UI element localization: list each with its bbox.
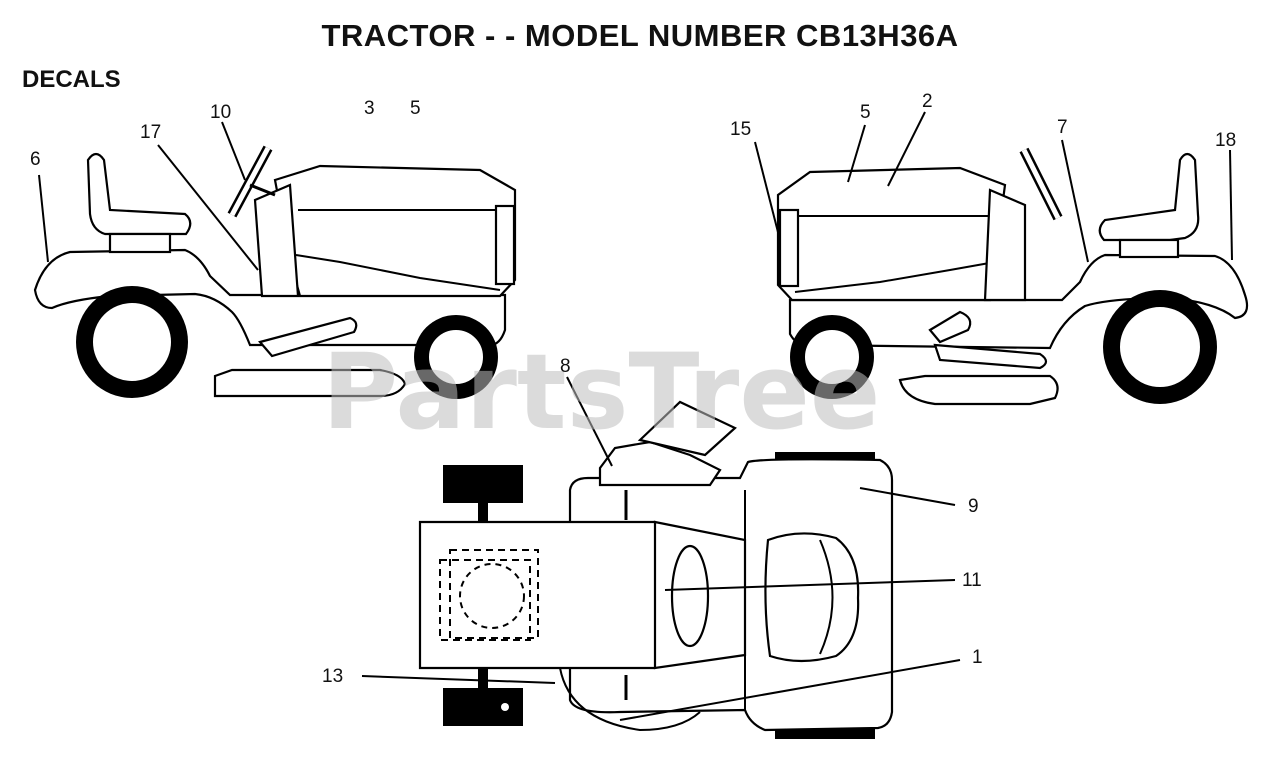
callout-top-9: 9 [968,496,979,517]
callout-right-18: 18 [1215,130,1236,151]
callout-right-15: 15 [730,119,751,140]
callout-right-2: 2 [922,91,933,112]
callout-top-8: 8 [560,356,571,377]
callout-right-7: 7 [1057,117,1068,138]
callout-left-17: 17 [140,122,161,143]
callout-left-6: 6 [30,149,41,170]
callout-right-5: 5 [860,102,871,123]
callout-labels: 6 17 10 3 5 15 5 2 7 18 8 9 11 1 13 [30,91,1236,687]
callout-left-5: 5 [410,98,421,119]
callout-top-1: 1 [972,647,983,668]
right-side-view [754,111,1249,406]
diagram-title: TRACTOR - - MODEL NUMBER CB13H36A [321,18,959,53]
callout-top-11: 11 [962,570,982,591]
watermark: PartsTree [322,331,880,453]
top-view [361,376,961,739]
callout-left-10: 10 [210,102,231,123]
callout-left-3: 3 [364,98,375,119]
section-label: DECALS [22,66,121,93]
callout-top-13: 13 [322,666,343,687]
left-side-view [33,121,517,399]
